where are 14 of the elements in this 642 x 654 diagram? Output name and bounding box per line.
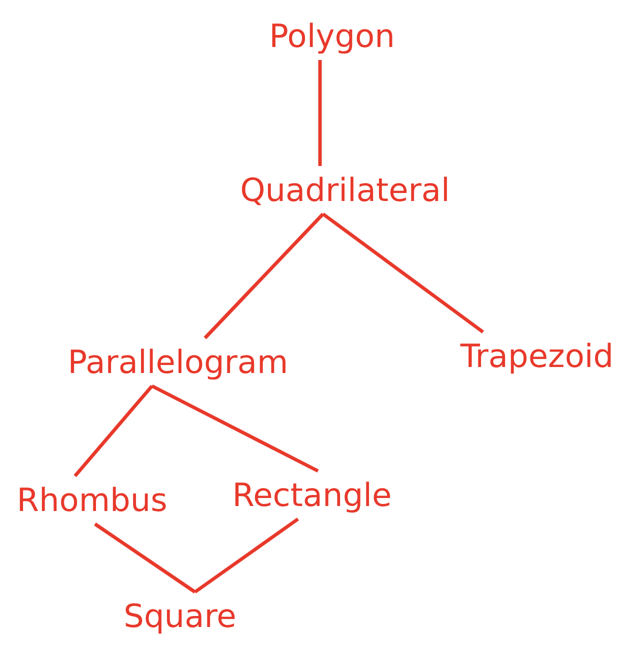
node-label: Trapezoid — [458, 336, 616, 376]
connector-line — [204, 212, 324, 340]
node-label: Quadrilateral — [238, 170, 452, 210]
connector-line — [194, 518, 300, 594]
node-label: Polygon — [267, 16, 397, 56]
connector-line — [318, 60, 322, 166]
connector-line — [94, 522, 196, 594]
connector-line — [74, 384, 154, 478]
node-label: Rectangle — [230, 475, 394, 515]
node-label: Parallelogram — [66, 342, 290, 382]
connector-line — [322, 212, 484, 334]
node-label: Rhombus — [14, 480, 170, 520]
node-label: Square — [122, 596, 238, 636]
connector-line — [151, 384, 319, 473]
